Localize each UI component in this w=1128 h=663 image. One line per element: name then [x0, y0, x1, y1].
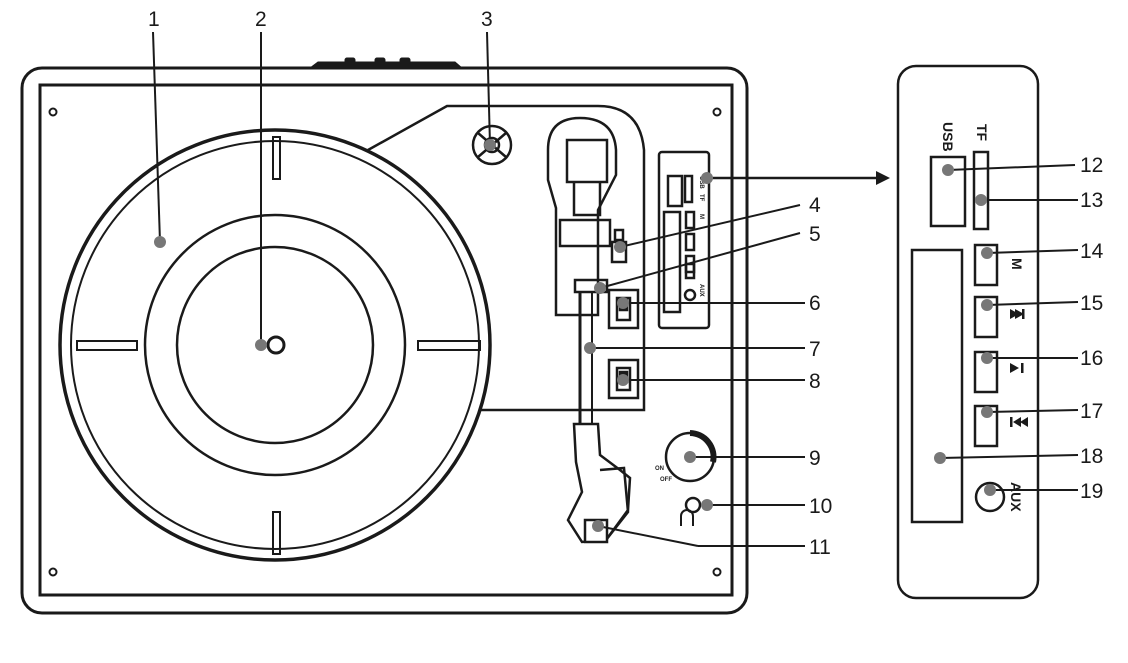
power-on-label: ON [655, 466, 664, 472]
front-mode-label: M [698, 214, 704, 219]
tonearm-assembly [546, 116, 632, 544]
callout-2: 2 [255, 8, 267, 31]
headphone-jack [684, 496, 702, 514]
side-panel [896, 64, 1040, 600]
callout-4: 4 [809, 194, 821, 217]
power-off-label: OFF [660, 477, 672, 483]
callout-16: 16 [1080, 347, 1103, 370]
front-module-text: USB TF M AUX [698, 176, 704, 297]
front-tf-label: TF [698, 194, 704, 202]
front-aux-label: AUX [698, 284, 704, 297]
deck-plate [367, 104, 646, 412]
front-control-module [657, 150, 711, 330]
callout-1: 1 [148, 8, 160, 31]
callout-14: 14 [1080, 240, 1104, 263]
callout-17: 17 [1080, 400, 1103, 423]
side-tf-label: TF [974, 124, 990, 142]
turntable-body [20, 57, 749, 615]
speed-switch [607, 288, 640, 330]
callout-15: 15 [1080, 292, 1103, 315]
next-track-icon [1010, 309, 1025, 319]
side-button-glyphs [1010, 309, 1028, 427]
play-pause-icon [1010, 363, 1024, 373]
callout-8: 8 [809, 370, 821, 393]
platter [58, 128, 492, 562]
callout-6: 6 [809, 292, 821, 315]
callout-numbers: 1 2 3 4 5 6 7 8 9 10 11 12 13 14 15 16 1… [148, 8, 1104, 559]
callout-9: 9 [809, 447, 821, 470]
callout-7: 7 [809, 338, 821, 361]
callout-13: 13 [1080, 189, 1103, 212]
front-usb-label: USB [698, 176, 704, 189]
side-usb-label: USB [940, 122, 956, 152]
callout-5: 5 [809, 223, 821, 246]
previous-track-icon [1010, 417, 1028, 427]
side-mode-label: M [1009, 258, 1025, 270]
side-aux-label: AUX [1008, 482, 1024, 512]
callout-18: 18 [1080, 445, 1103, 468]
callout-11: 11 [809, 536, 831, 559]
callout-19: 19 [1080, 480, 1103, 503]
callout-12: 12 [1080, 154, 1103, 177]
headphone-icon [680, 509, 694, 526]
leader-lines [152, 31, 1079, 547]
callout-10: 10 [809, 495, 832, 518]
callout-3: 3 [481, 8, 493, 31]
callout-dots [154, 139, 996, 532]
